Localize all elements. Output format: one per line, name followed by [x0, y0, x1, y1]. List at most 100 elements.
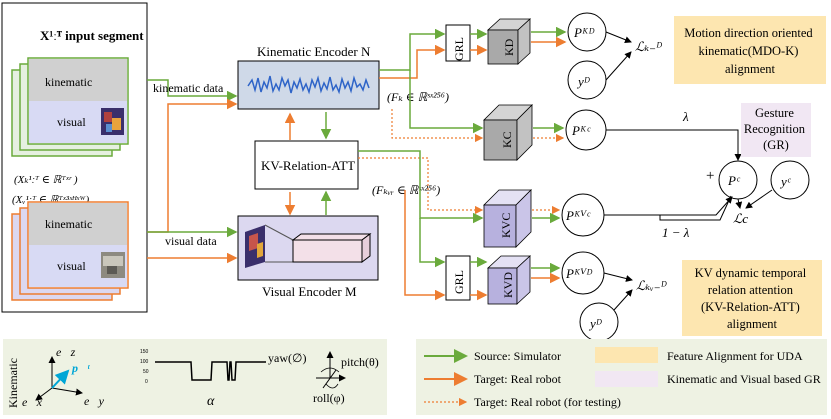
kvc-block: KVC — [483, 189, 532, 248]
grl-top-block: GRL — [445, 24, 471, 62]
legend-gr: Kinematic and Visual based GR — [595, 371, 821, 387]
pkd-node: Pᴷᴰ — [567, 12, 607, 52]
plus-sign: + — [706, 168, 714, 184]
kv-relation-att-block: KV-Relation-ATT — [254, 140, 359, 190]
legend-testing: Target: Real robot (for testing) — [424, 395, 621, 409]
kvatt-line-1: KV dynamic temporal — [695, 266, 807, 280]
kinematic-encoder: Kinematic Encoder N — [237, 44, 380, 110]
ex-label: e⃗x — [22, 395, 43, 409]
yaw-label: yaw(∅) — [268, 351, 306, 365]
yd-top-node: yᴰ — [567, 60, 607, 100]
gr-line-3: (GR) — [763, 138, 789, 152]
kvatt-alignment-text: KV dynamic temporal relation attention (… — [695, 266, 810, 331]
one-minus-lambda-label: 1 − λ — [662, 225, 690, 240]
mdok-alignment-text: Motion direction oriented kinematic(MDO-… — [684, 26, 816, 76]
kinematic-data-arrow-green — [147, 79, 238, 102]
kvc-label: KVC — [499, 213, 513, 238]
loss-kvd-label: ℒₖᵥ₋ᴰ — [636, 278, 668, 293]
kinematic-panel-title: Kinematic — [6, 358, 20, 408]
source-segment-stack: kinematic visual — [11, 57, 129, 157]
mdok-alignment-box: Motion direction oriented kinematic(MDO-… — [674, 16, 826, 84]
fk-formula: (Fₖ ∈ ℝˢˣ²⁵⁶) — [387, 90, 449, 104]
pitch-label: pitch(θ) — [341, 355, 379, 369]
visual-feature-volume — [291, 233, 372, 263]
kinematic-data-label: kinematic data — [153, 81, 224, 95]
legend-uda: Feature Alignment for UDA — [595, 347, 803, 363]
kinematic-detail-panel: Kinematic e⃗z e⃗x e⃗y p⃗ᵗ 150 100 50 0 α… — [3, 339, 387, 415]
p-label: p⃗ᵗ — [71, 361, 90, 375]
ey-label: e⃗y — [84, 394, 105, 408]
yc-label: yᶜ — [779, 174, 792, 189]
orientation-glyph — [316, 351, 346, 389]
mdok-line-3: alignment — [725, 62, 776, 76]
alpha-mini-chart: 150 100 50 0 α — [140, 349, 266, 409]
mdok-line-2: kinematic(MDO-K) — [698, 44, 798, 58]
grl-top-label: GRL — [452, 37, 466, 61]
att-to-kvc-green — [358, 150, 484, 224]
gr-text: Gesture Recognition (GR) — [744, 106, 808, 152]
alpha-tick-100: 100 — [140, 359, 149, 365]
legend-source-label: Source: Simulator — [474, 349, 561, 363]
kinematic-data-arrow-orange — [147, 98, 238, 233]
kc-block: KC — [483, 104, 533, 161]
loss-c-label: ℒc — [733, 211, 748, 226]
kc-label: KC — [500, 131, 514, 148]
target-kinematic-label: kinematic — [45, 217, 92, 231]
xk-formula: (Xₖ¹ːᵀ ∈ ℝᵀˣʳ ) — [14, 174, 78, 186]
pc-label: Pᶜ — [727, 173, 741, 188]
yd-top-label: yᴰ — [576, 74, 591, 89]
legend-target-label: Target: Real robot — [474, 372, 562, 386]
visual-data-label: visual data — [165, 234, 217, 248]
legend-target: Target: Real robot — [424, 372, 562, 386]
yc-node: yᶜ — [770, 160, 810, 200]
alpha-tick-50: 50 — [143, 369, 149, 375]
legend-gr-label: Kinematic and Visual based GR — [667, 372, 821, 386]
pkc-node: Pᴷᶜ — [565, 109, 607, 151]
kin-to-kc-green — [409, 70, 484, 134]
alpha-tick-0: 0 — [145, 379, 148, 385]
ez-label: e⃗z — [56, 345, 76, 359]
target-video-thumbnail — [101, 252, 125, 278]
kin-to-kc-testing — [391, 109, 484, 143]
kd-label: KD — [502, 38, 516, 56]
kinematic-encoder-title: Kinematic Encoder N — [257, 44, 371, 59]
kin-to-grl-green — [379, 28, 446, 71]
pkvc-label: Pᴷⱽᶜ — [565, 208, 591, 223]
pkd-label: Pᴷᴰ — [573, 25, 595, 40]
kinematic-signal-wave — [247, 75, 370, 95]
yd-bottom-label: yᴰ — [588, 316, 603, 331]
kd-block: KD — [486, 18, 532, 65]
visual-encoder-title: Visual Encoder M — [262, 284, 357, 299]
gr-line-2: Recognition — [744, 122, 806, 136]
pkc-label: Pᴷᶜ — [571, 123, 591, 138]
pkvd-node: Pᴷⱽᴰ — [561, 251, 605, 295]
pkvd-label: Pᴷⱽᴰ — [565, 266, 593, 281]
att-to-grl-green — [419, 218, 446, 268]
input-segment-panel: X¹ːᵀ input segment kinematic visual (Xₖ¹… — [1, 2, 148, 313]
kvd-label: KVD — [501, 272, 515, 298]
gr-box: Gesture Recognition (GR) — [741, 103, 811, 157]
kvd-block: KVD — [486, 255, 532, 305]
lambda-label: λ — [682, 109, 689, 124]
mdok-line-1: Motion direction oriented — [684, 26, 813, 40]
fkvr-formula: (Fₖᵥᵣ ∈ ℝˢˣ²⁵⁶) — [372, 183, 440, 197]
gr-line-1: Gesture — [755, 106, 794, 120]
kvatt-line-2: relation attention — [708, 283, 794, 297]
pc-node: Pᶜ — [718, 160, 758, 200]
kvatt-alignment-box: KV dynamic temporal relation attention (… — [682, 260, 822, 336]
visual-encoder: Visual Encoder M — [237, 215, 379, 299]
legend-uda-label: Feature Alignment for UDA — [667, 349, 803, 363]
alpha-label: α — [207, 394, 215, 409]
visual-frame-thumbnail — [245, 225, 265, 268]
alpha-tick-150: 150 — [140, 349, 149, 355]
kv-relation-att-label: KV-Relation-ATT — [261, 158, 355, 173]
source-kinematic-label: kinematic — [45, 75, 92, 89]
legend-source: Source: Simulator — [424, 349, 561, 363]
grl-bottom-block: GRL — [445, 255, 471, 301]
kvatt-line-3: (KV-Relation-ATT) — [701, 300, 800, 314]
source-visual-label: visual — [57, 115, 86, 129]
alpha-signal-line — [155, 361, 266, 381]
yd-bottom-node: yᴰ — [579, 302, 619, 342]
target-visual-label: visual — [57, 259, 86, 273]
target-segment-stack: kinematic visual — [11, 201, 129, 301]
